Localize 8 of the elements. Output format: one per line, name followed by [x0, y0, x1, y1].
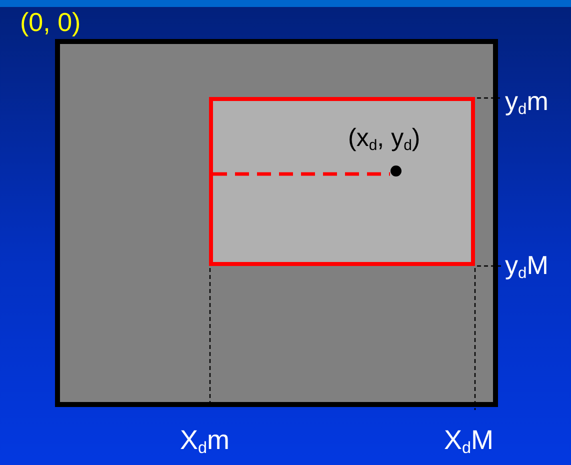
coordinate-label: X$_{d}$m	[180, 427, 230, 456]
coordinate-label: X$_{d}$M	[444, 427, 494, 456]
coordinate-label: y$_{d}$M	[505, 252, 548, 282]
coordinate-label: y$_{d}$m	[505, 88, 548, 118]
image-frame	[55, 39, 498, 407]
origin-label: (0, 0)	[20, 9, 81, 35]
point-label: (x$_{d}$, y$_{d}$)	[348, 126, 420, 153]
region-rectangle	[209, 97, 475, 266]
